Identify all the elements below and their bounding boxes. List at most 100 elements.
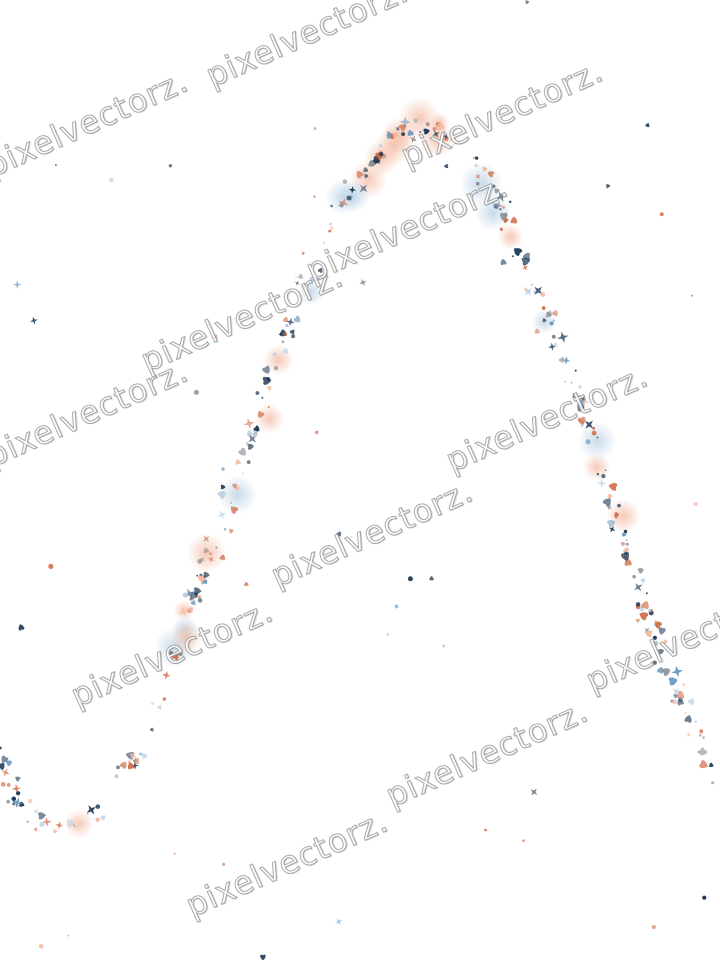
dot-confetti [475,156,479,160]
heart-confetti [707,762,715,769]
dot-confetti [116,765,120,770]
dot-confetti [651,924,656,930]
heart-confetti [149,726,155,733]
heart-confetti [119,759,129,770]
heart-confetti [243,581,250,588]
dot-confetti [522,839,525,842]
dot-confetti [411,136,415,141]
dot-confetti [711,781,715,785]
dot-confetti [625,542,629,546]
heart-confetti [203,571,211,579]
dot-confetti [67,934,70,937]
dot-confetti [581,397,585,401]
heart-confetti [260,954,266,960]
dot-confetti [570,381,573,384]
dot-confetti [499,193,503,197]
dot-confetti [511,255,514,258]
dot-confetti [255,391,260,395]
dot-confetti [652,635,657,640]
dot-confetti [454,141,458,145]
dot-confetti [702,736,705,739]
dot-confetti [585,439,591,445]
dot-confetti [360,185,363,188]
dot-confetti [108,177,114,183]
heart-confetti [684,714,693,724]
dot-confetti [6,783,11,787]
dot-confetti [474,163,478,168]
dot-confetti [596,436,599,439]
dot-confetti [253,435,257,438]
dot-confetti [540,292,546,297]
dot-confetti [245,442,248,445]
heart-confetti [245,429,254,438]
dot-confetti [659,212,664,217]
dot-confetti [499,208,502,211]
dot-confetti [182,592,188,598]
dot-confetti [114,774,119,779]
dot-confetti [11,796,17,802]
dot-confetti [623,549,627,553]
dot-confetti [303,283,306,286]
dot-confetti [230,502,232,504]
star-confetti [527,785,541,799]
dot-confetti [604,469,607,472]
dot-confetti [551,334,556,339]
heart-confetti [126,761,135,770]
dot-confetti [12,802,16,806]
dot-confetti [197,598,203,603]
dot-confetti [694,720,697,723]
glow-spot [324,178,361,215]
dot-confetti [413,118,418,123]
dot-confetti [601,473,606,479]
heart-confetti [227,527,235,534]
heart-confetti [329,226,334,231]
dot-confetti [241,472,244,475]
star-confetti [440,643,447,649]
dot-confetti [48,563,54,569]
star-confetti [28,315,39,326]
dot-confetti [386,633,389,636]
dot-confetti [267,405,270,408]
dot-confetti [16,786,20,789]
dot-confetti [139,752,143,756]
dot-confetti [502,206,505,209]
heart-confetti [289,328,297,335]
dot-confetti [541,306,546,310]
dot-confetti [591,430,597,436]
heart-confetti [247,442,255,451]
dot-confetti [427,122,431,126]
heart-confetti [234,458,242,466]
heart-confetti [443,164,449,169]
dot-confetti [432,126,437,132]
glow-spot [254,403,285,434]
dot-confetti [472,156,475,159]
dot-confetti [221,467,225,471]
dot-confetti [173,852,176,855]
heart-confetti [266,385,273,392]
heart-confetti [698,759,710,771]
star-confetti [685,731,692,738]
heart-confetti [640,577,646,583]
dot-confetti [652,660,657,665]
glow-spot [606,498,641,534]
dot-confetti [401,132,406,137]
dot-confetti [574,369,577,372]
dot-confetti [222,862,226,866]
dot-confetti [523,287,528,291]
heart-confetti [94,816,102,823]
dot-confetti [617,503,621,508]
dot-confetti [197,595,201,599]
dot-confetti [283,332,288,336]
heart-confetti [37,811,47,820]
dot-confetti [378,144,383,148]
dot-confetti [553,342,558,347]
dot-confetti [682,683,685,686]
dot-confetti [342,179,348,184]
dot-confetti [379,151,384,157]
star-confetti [311,125,319,132]
glow-spot [171,622,203,653]
dot-confetti [625,539,628,542]
dot-confetti [492,202,496,206]
